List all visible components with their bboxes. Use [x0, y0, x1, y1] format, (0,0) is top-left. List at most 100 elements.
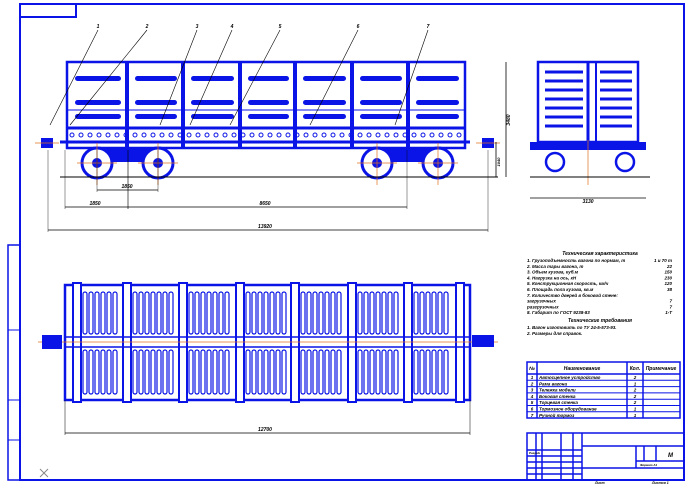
- top-post: [455, 282, 465, 403]
- rivet: [267, 132, 273, 138]
- roof-slat: [100, 349, 106, 395]
- leader-number: 2: [145, 24, 149, 30]
- rivet: [339, 132, 345, 138]
- roof-slat: [156, 349, 162, 395]
- roof-slat: [251, 291, 257, 335]
- roof-slat: [200, 349, 206, 395]
- roof-slat: [375, 291, 381, 335]
- roof-slat: [300, 291, 306, 335]
- side-panel-rib: [416, 114, 459, 119]
- rivet: [141, 132, 147, 138]
- spec-value: 7: [669, 304, 672, 309]
- roof-slat: [393, 349, 399, 395]
- roof-slat: [306, 349, 312, 395]
- side-panel-rib: [303, 114, 346, 119]
- roof-slat: [324, 291, 330, 335]
- rivet: [438, 132, 444, 138]
- top-view: [38, 282, 498, 435]
- roof-slat: [106, 349, 112, 395]
- leader-line: [49, 29, 99, 126]
- rivet: [348, 132, 354, 138]
- parts-cell-qty: 2: [633, 394, 637, 399]
- rivet: [204, 132, 210, 138]
- roof-slat: [194, 349, 200, 395]
- roof-slat: [336, 291, 342, 335]
- specifications: Техническая характеристика 1. Грузоподъе…: [526, 251, 673, 336]
- spec-label: 5. Конструкционная скорость, км/ч: [527, 281, 609, 286]
- top-body: [63, 283, 472, 402]
- roof-slat: [100, 291, 106, 335]
- rivet: [150, 132, 156, 138]
- rivet: [105, 132, 111, 138]
- rivet: [447, 132, 453, 138]
- rivet: [222, 132, 228, 138]
- roof-slat: [419, 291, 425, 335]
- roof-slat: [82, 349, 88, 395]
- parts-cell-qty: 2: [633, 388, 637, 393]
- roof-slat: [387, 349, 393, 395]
- roof-slat: [443, 349, 449, 395]
- side-panel-rib: [303, 100, 346, 105]
- spec-label: 6. Площадь пола кузова, кв.м: [527, 287, 594, 292]
- title-block-sheets: Листов 1: [651, 481, 669, 485]
- side-panel-rib: [416, 76, 459, 81]
- roof-slat: [381, 291, 387, 335]
- parts-cell-n: 2: [530, 381, 534, 386]
- roof-slat: [263, 291, 269, 335]
- roof-slat: [88, 349, 94, 395]
- roof-slat: [263, 349, 269, 395]
- roof-slat: [381, 349, 387, 395]
- parts-cell-qty: 1: [634, 407, 637, 412]
- note-2: 2. Размеры для справок.: [526, 331, 582, 336]
- side-panel-rib: [248, 100, 289, 105]
- roof-slat: [112, 349, 118, 395]
- roof-slat: [112, 291, 118, 335]
- dim-length: 13920: [258, 224, 272, 230]
- roof-slat: [94, 291, 100, 335]
- roof-slat: [188, 349, 194, 395]
- rivet: [366, 132, 372, 138]
- roof-slat: [437, 349, 443, 395]
- spec-value: 7: [669, 299, 672, 304]
- dim-top-length: 12700: [258, 427, 272, 433]
- spec-label: 3. Объем кузова, куб.м: [527, 269, 579, 275]
- rivet: [393, 132, 399, 138]
- side-panel-rib: [135, 100, 177, 105]
- leader-number: 1: [97, 24, 100, 30]
- roof-slat: [138, 349, 144, 395]
- roof-slat: [443, 291, 449, 335]
- roof-slat: [425, 291, 431, 335]
- roof-slat: [318, 349, 324, 395]
- roof-slat: [224, 291, 230, 335]
- leader-number: 3: [196, 24, 199, 30]
- leader-line: [229, 29, 281, 126]
- dim-wheelbase: 1850: [121, 184, 132, 190]
- roof-slat: [251, 349, 257, 395]
- side-panel-rib: [191, 100, 234, 105]
- spec-label: разгрузочных: [526, 304, 559, 309]
- side-panel-rib: [191, 114, 234, 119]
- spec-label: 2. Масса тары вагона, т: [526, 264, 583, 269]
- rivet: [321, 132, 327, 138]
- side-panel-rib: [303, 76, 346, 81]
- dimensions: 1850 1850 8650 13920 1040 3480 3130 1270…: [89, 114, 593, 433]
- roof-slat: [413, 291, 419, 335]
- rivet: [258, 132, 264, 138]
- roof-slat: [257, 291, 263, 335]
- roof-slat: [218, 291, 224, 335]
- side-panel-rib: [416, 100, 459, 105]
- rivet: [186, 132, 192, 138]
- side-panel-rib: [360, 114, 402, 119]
- specs-title: Техническая характеристика: [562, 251, 638, 257]
- roof-slat: [245, 291, 251, 335]
- parts-cell-name: Рама вагона: [539, 381, 568, 386]
- roof-slat: [212, 349, 218, 395]
- parts-cell-qty: 1: [634, 381, 637, 386]
- leader-line: [69, 29, 148, 126]
- leader-line: [394, 29, 429, 126]
- roof-slat: [431, 349, 437, 395]
- title-block-format: Формат А1: [640, 463, 658, 467]
- roof-slat: [318, 291, 324, 335]
